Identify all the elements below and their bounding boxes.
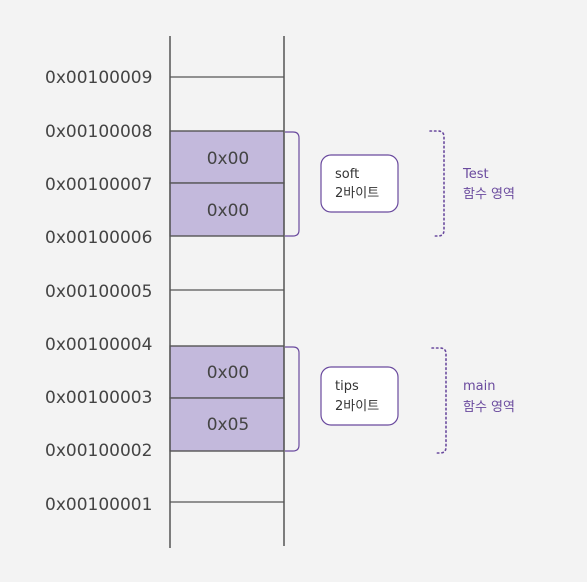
address-label: 0x00100006 xyxy=(45,228,152,248)
main-function-bracket xyxy=(431,347,447,454)
function-name: main xyxy=(463,379,495,394)
address-label: 0x00100007 xyxy=(45,175,152,195)
memory-cell-0x00100007 xyxy=(169,130,285,184)
address-label: 0x00100002 xyxy=(45,441,152,461)
function-area-label: 함수 영역 xyxy=(463,400,515,415)
cell-value: 0x05 xyxy=(207,415,250,435)
function-area-label: 함수 영역 xyxy=(463,187,515,202)
variable-name: soft xyxy=(335,167,359,182)
address-label: 0x00100009 xyxy=(45,68,152,88)
memory-cell-0x00100006 xyxy=(169,182,285,237)
address-label: 0x00100008 xyxy=(45,122,152,142)
cell-value: 0x00 xyxy=(207,363,250,383)
tips-bracket xyxy=(285,346,300,452)
test-function-bracket xyxy=(429,130,445,237)
variable-size: 2바이트 xyxy=(335,399,379,414)
soft-bracket xyxy=(285,131,300,237)
tips-variable-box xyxy=(320,366,399,426)
soft-variable-box xyxy=(320,154,399,213)
address-label: 0x00100003 xyxy=(45,388,152,408)
cell-value: 0x00 xyxy=(207,149,250,169)
variable-size: 2바이트 xyxy=(335,186,379,201)
cell-value: 0x00 xyxy=(207,201,250,221)
address-label: 0x00100001 xyxy=(45,495,152,515)
function-name: Test xyxy=(462,167,489,182)
variable-name: tips xyxy=(335,379,359,394)
address-label: 0x00100004 xyxy=(45,335,152,355)
address-label: 0x00100005 xyxy=(45,282,152,302)
